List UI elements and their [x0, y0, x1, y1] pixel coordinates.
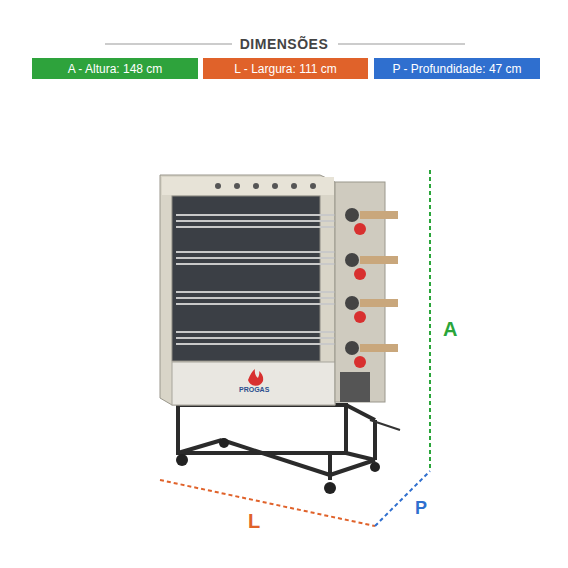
- dimension-band: A - Altura: 148 cm: [32, 58, 198, 79]
- band-text: P - Profundidade: 47 cm: [392, 62, 521, 76]
- title: DIMENSÕES: [240, 36, 329, 52]
- dimension-letter: P: [415, 498, 427, 519]
- dimension-band: L - Largura: 111 cm: [203, 58, 368, 79]
- band-text: L - Largura: 111 cm: [234, 62, 337, 76]
- dimension-letter: A: [443, 318, 457, 341]
- dimension-band: P - Profundidade: 47 cm: [374, 58, 540, 79]
- dimension-letter: L: [248, 510, 260, 533]
- band-text: A - Altura: 148 cm: [68, 62, 163, 76]
- brand-logo: PROGAS: [239, 386, 269, 393]
